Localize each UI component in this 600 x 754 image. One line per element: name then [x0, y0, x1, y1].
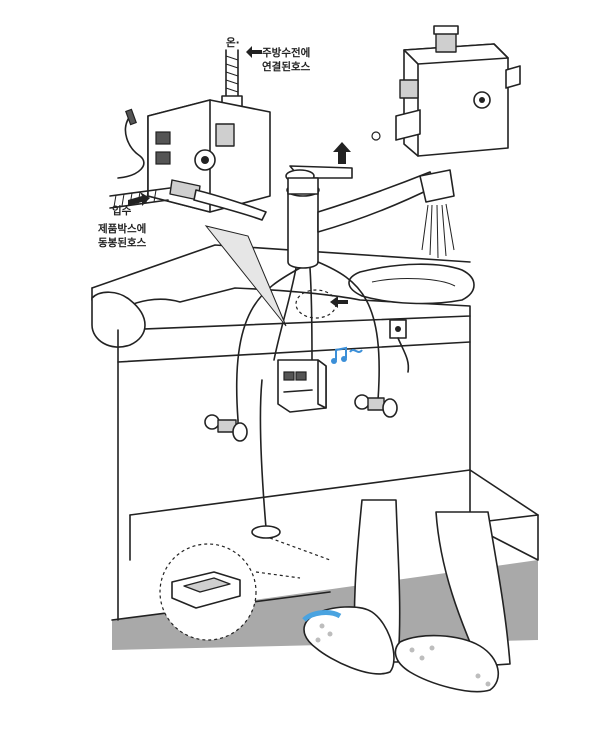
arrow-left-icon — [330, 296, 348, 308]
water-inlet-label: 입수 — [112, 204, 132, 217]
arrow-up-icon — [333, 142, 351, 164]
hot-cold-label: 온· — [226, 37, 240, 49]
valve-box-detail — [109, 46, 271, 221]
stop-valve-right — [354, 394, 398, 418]
sink-cabinet — [91, 244, 539, 621]
kitchen-faucet — [236, 142, 455, 421]
floor-sensor-detail — [159, 543, 301, 641]
product-box-hose-label-1: 제품박스에 — [98, 222, 146, 235]
kitchen-faucet-hose-label-2: 연결된호스 — [262, 60, 311, 73]
inlet-arrow-icon — [128, 192, 150, 206]
water-spray — [421, 203, 455, 259]
stop-valve-left — [204, 414, 248, 442]
music-note-icon — [331, 346, 363, 364]
kitchen-faucet-hose-label-1: 주방수전에 — [262, 46, 310, 59]
control-box — [277, 346, 363, 413]
valve-box-alt-view — [371, 25, 521, 157]
product-box-hose-label-2: 동봉된호스 — [98, 236, 147, 249]
zoom-cone — [204, 225, 287, 327]
user-legs — [302, 499, 511, 693]
